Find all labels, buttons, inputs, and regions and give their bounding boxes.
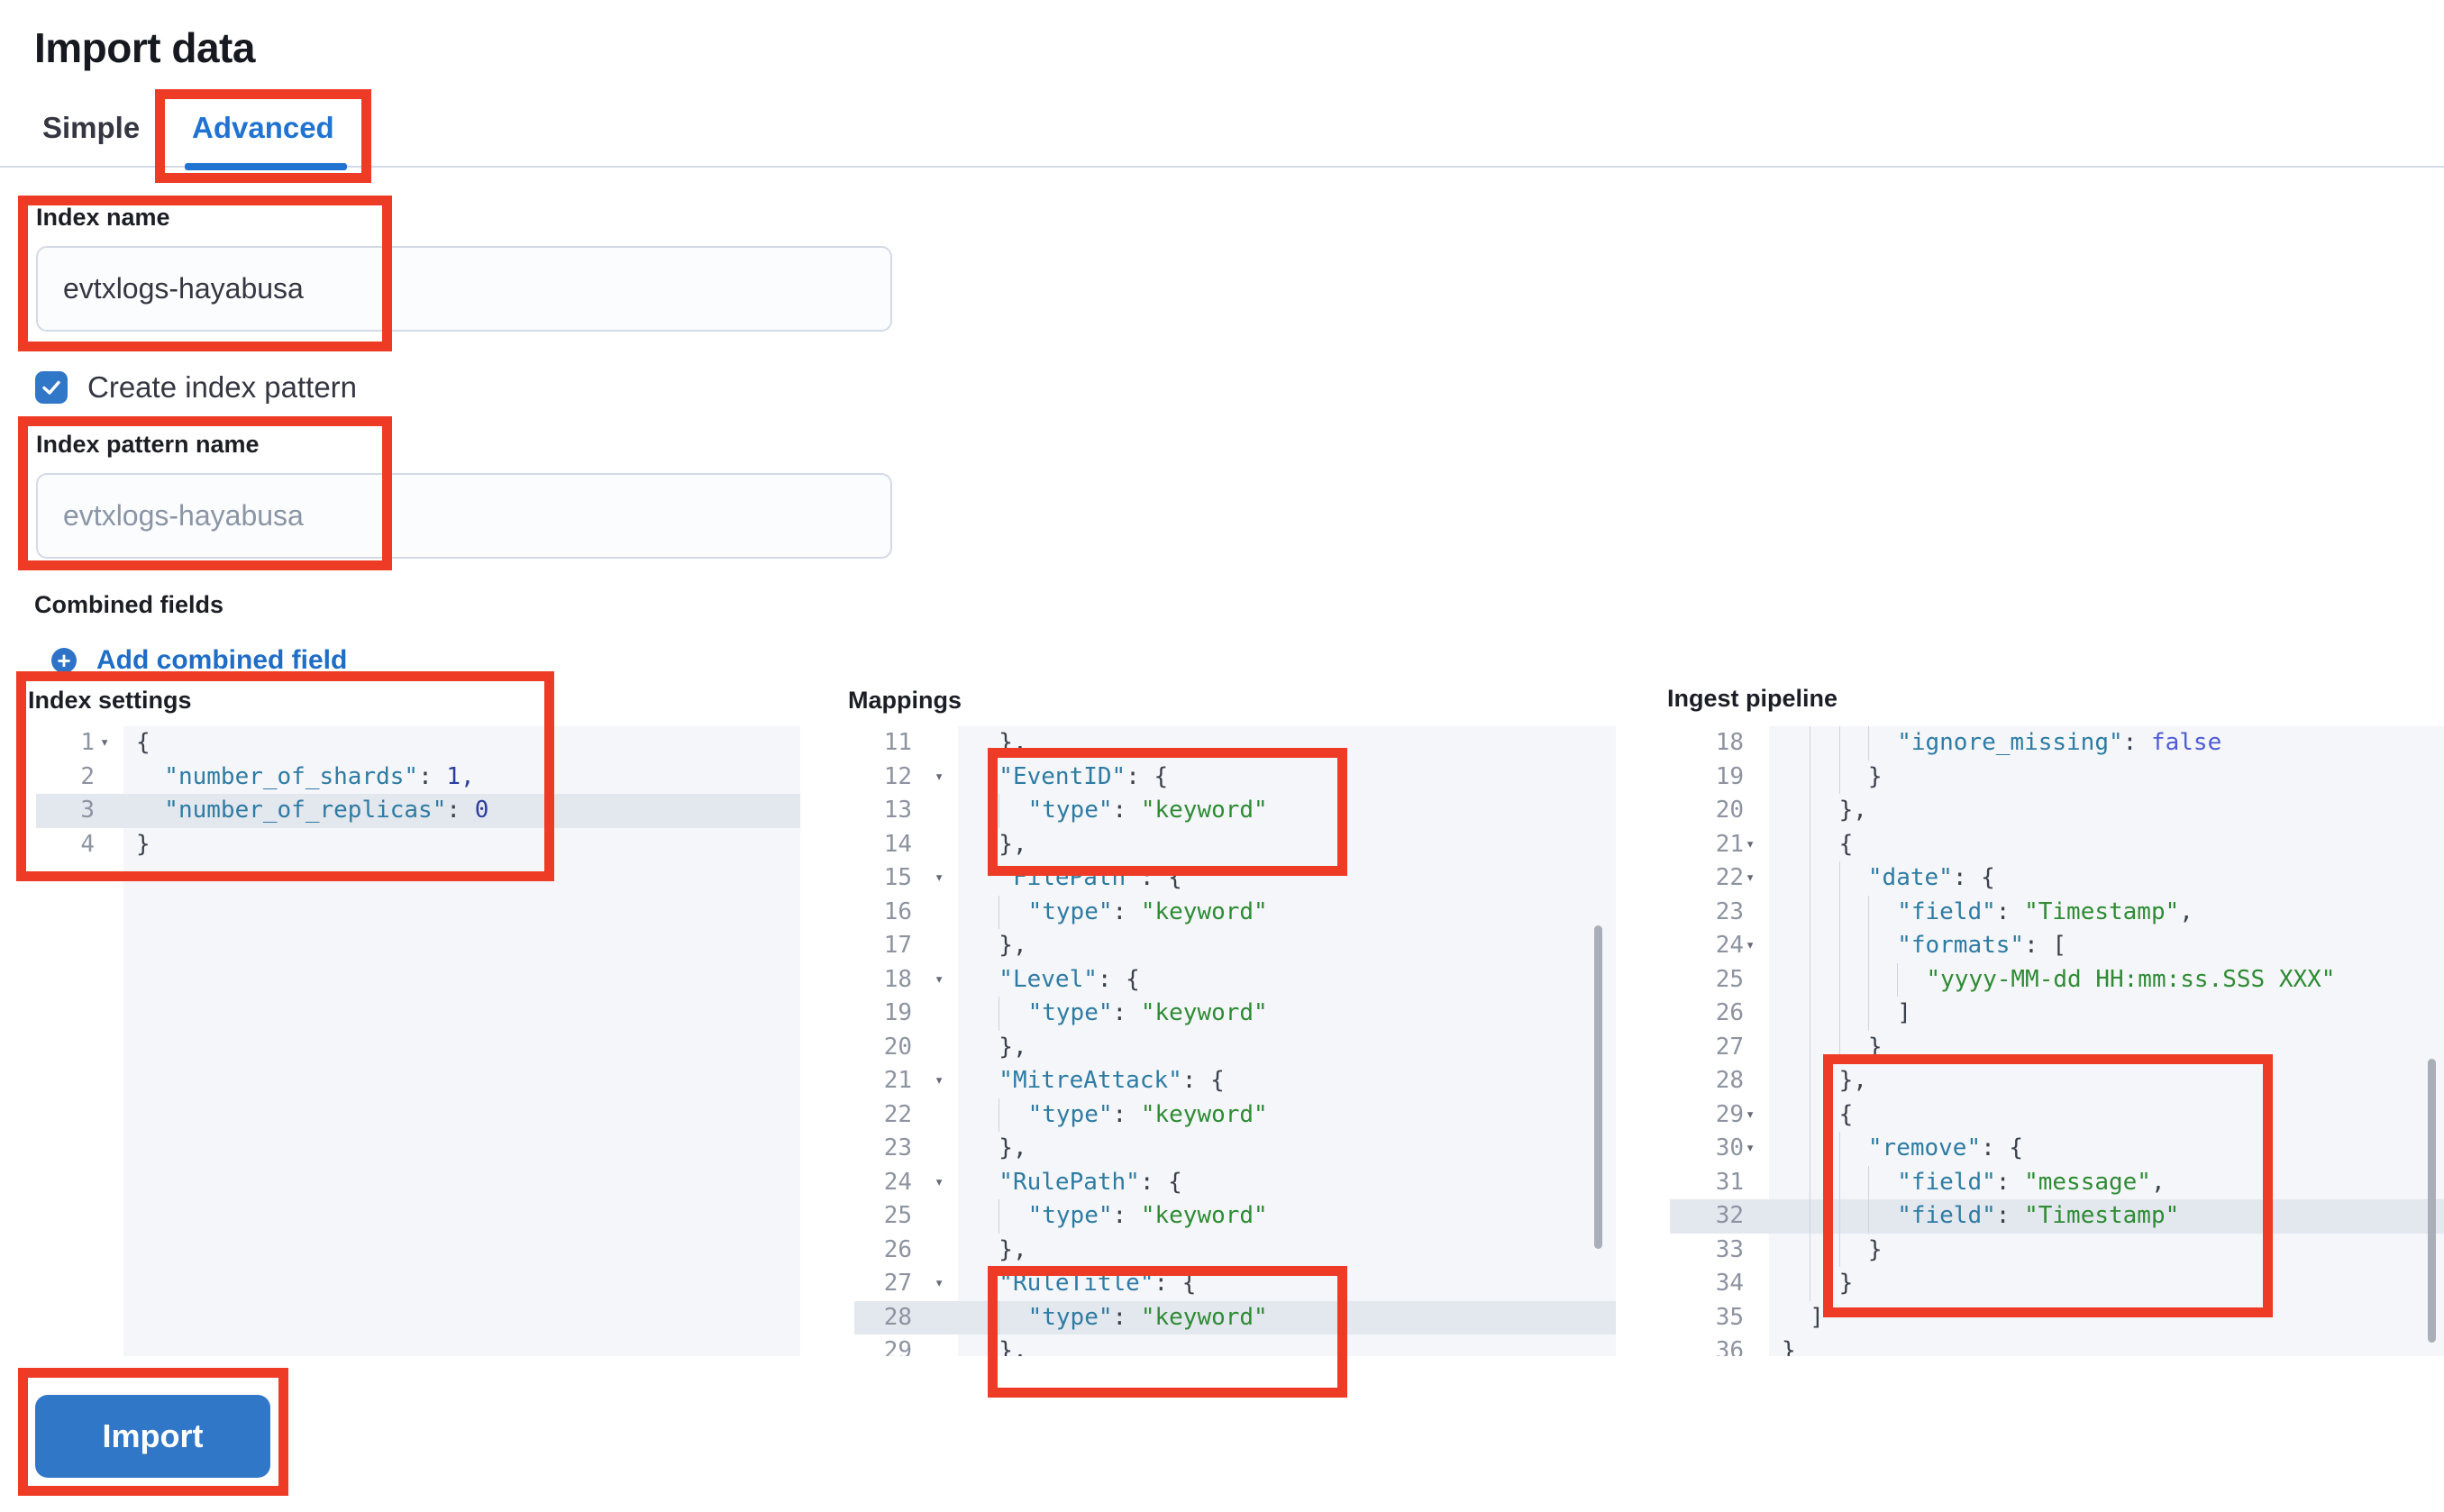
code-line: 18"ignore_missing": false	[1670, 726, 2444, 761]
code-line: 2"number_of_shards": 1,	[80, 762, 475, 790]
create-index-pattern-label: Create index pattern	[87, 370, 358, 404]
active-tab-underline	[185, 163, 347, 170]
editor-gutter	[1670, 726, 1769, 1356]
code-line: 24▾"formats": [	[1670, 929, 2444, 963]
mappings-editor[interactable]: 11}, 12▾"EventID": {13"type": "keyword"14…	[854, 726, 1616, 1356]
code-line: 12▾"EventID": {	[854, 761, 1616, 795]
code-line: 31"field": "message",	[1670, 1165, 2444, 1199]
code-line: 19}	[1670, 760, 2444, 794]
fold-arrow-icon[interactable]: ▾	[1746, 1139, 1755, 1157]
fold-arrow-icon[interactable]: ▾	[935, 869, 944, 887]
plus-circle-icon: +	[51, 648, 77, 673]
code-line: 19"type": "keyword"	[854, 997, 1616, 1031]
code-line: 17},	[883, 932, 1027, 959]
code-line: 18▾"Level": {	[854, 963, 1616, 997]
index-pattern-name-label: Index pattern name	[36, 431, 260, 458]
fold-arrow-icon[interactable]: ▾	[935, 1172, 944, 1191]
code-line: 32"field": "Timestamp"	[1670, 1199, 2444, 1234]
code-line: 28"type": "keyword"	[854, 1300, 1616, 1334]
code-line: 25"type": "keyword"	[854, 1199, 1616, 1234]
code-line: 21▾{	[1670, 827, 2444, 861]
code-line: 25"yyyy-MM-dd HH:mm:ss.SSS XXX"	[1670, 962, 2444, 997]
create-index-pattern-row[interactable]: Create index pattern	[35, 370, 357, 405]
page-title: Import data	[34, 24, 255, 71]
code-line: 27▾"RuleTitle": {	[854, 1267, 1616, 1301]
code-line: 22"type": "keyword"	[854, 1098, 1616, 1132]
tabs-divider	[0, 166, 2444, 168]
code-line: 20},	[883, 1033, 1027, 1061]
code-line: 28},	[1670, 1064, 2444, 1098]
checkbox-checked-icon[interactable]	[35, 371, 68, 404]
fold-arrow-icon[interactable]: ▾	[935, 767, 944, 786]
combined-fields-label: Combined fields	[34, 591, 224, 618]
fold-arrow-icon[interactable]: ▾	[1746, 936, 1755, 954]
code-line: 21▾"MitreAttack": {	[854, 1064, 1616, 1098]
code-line: 22▾"date": {	[1670, 861, 2444, 896]
tab-simple[interactable]: Simple	[42, 111, 141, 144]
fold-arrow-icon[interactable]: ▾	[935, 970, 944, 988]
code-line: 14},	[883, 830, 1027, 858]
editor-gutter	[854, 726, 958, 1356]
code-line: 26]	[1670, 997, 2444, 1031]
code-line: 30▾"remove": {	[1670, 1132, 2444, 1166]
mappings-scrollbar[interactable]	[1594, 925, 1602, 1249]
code-line: 1▾{	[36, 726, 800, 761]
index-settings-title: Index settings	[28, 687, 192, 714]
ingest-pipeline-title: Ingest pipeline	[1667, 685, 1838, 712]
code-line: 29▾{	[1670, 1098, 2444, 1132]
code-line: 27}	[1670, 1030, 2444, 1064]
code-line: 24▾"RulePath": {	[854, 1166, 1616, 1200]
add-combined-field-link[interactable]: + Add combined field	[51, 645, 347, 676]
index-settings-editor[interactable]: 1▾{2"number_of_shards": 1, 3"number_of_re…	[36, 726, 800, 1356]
code-line: 36}	[1715, 1337, 1796, 1356]
code-line: 20},	[1670, 794, 2444, 828]
code-line: 35]	[1715, 1303, 1824, 1331]
code-line: 11},	[883, 729, 1027, 756]
add-combined-field-label: Add combined field	[96, 645, 348, 675]
code-line: 16"type": "keyword"	[854, 895, 1616, 929]
fold-arrow-icon[interactable]: ▾	[1746, 1105, 1755, 1124]
code-line: 3"number_of_replicas": 0	[36, 794, 800, 828]
fold-arrow-icon[interactable]: ▾	[935, 1274, 944, 1292]
index-pattern-name-input[interactable]	[36, 473, 892, 559]
index-name-label: Index name	[36, 204, 170, 231]
import-button[interactable]: Import	[35, 1395, 270, 1478]
ingest-pipeline-scrollbar[interactable]	[2428, 1059, 2436, 1343]
index-name-input[interactable]	[36, 246, 892, 332]
fold-arrow-icon[interactable]: ▾	[1746, 869, 1755, 887]
code-line: 29},	[883, 1337, 1027, 1356]
code-line: 4}	[80, 830, 150, 858]
editor-gutter	[36, 726, 123, 1356]
code-line: 13"type": "keyword"	[854, 794, 1616, 828]
code-line: 23},	[883, 1134, 1027, 1161]
fold-arrow-icon[interactable]: ▾	[100, 733, 110, 751]
code-line: 15▾"FilePath": {	[854, 861, 1616, 896]
code-line: 26},	[883, 1235, 1027, 1263]
code-line: 33}	[1670, 1233, 2444, 1267]
code-line: 34}	[1670, 1267, 2444, 1301]
fold-arrow-icon[interactable]: ▾	[935, 1071, 944, 1089]
mappings-title: Mappings	[848, 687, 962, 714]
code-line: 23"field": "Timestamp",	[1670, 895, 2444, 929]
fold-arrow-icon[interactable]: ▾	[1746, 834, 1755, 853]
tab-advanced[interactable]: Advanced	[192, 111, 334, 144]
